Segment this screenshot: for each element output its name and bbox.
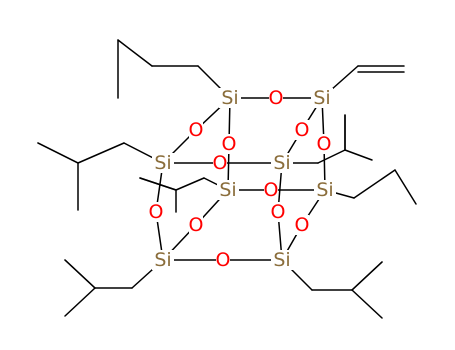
atom-si2: Si — [311, 87, 333, 109]
atom-label-si: Si — [313, 87, 330, 109]
atom-label-background — [311, 88, 333, 108]
atom-label-o: O — [216, 249, 231, 271]
atom-label-background — [152, 250, 174, 270]
atom-o9: O — [189, 214, 204, 236]
atom-label-o: O — [222, 133, 237, 155]
atom-label-si: Si — [316, 179, 333, 201]
isobutyl-bond — [64, 287, 96, 317]
isobutyl-bond — [175, 177, 205, 191]
isobutyl-group-si3 — [37, 142, 164, 211]
isobutyl-group-si8 — [281, 259, 383, 319]
atom-label-background — [217, 180, 239, 200]
atom-o4: O — [295, 119, 310, 141]
atom-o10: O — [295, 214, 310, 236]
atom-label-background — [269, 88, 283, 108]
atom-si4: Si — [271, 152, 293, 174]
atom-label-o: O — [295, 119, 310, 141]
atom-label-background — [189, 215, 203, 235]
atom-o2: O — [189, 119, 204, 141]
isobutyl-bond — [37, 142, 79, 164]
atom-label-o: O — [269, 87, 284, 109]
isobutyl-bond — [344, 149, 373, 161]
atom-o12: O — [216, 249, 231, 271]
atom-label-background — [189, 120, 203, 140]
isobutyl-group-si6 — [324, 169, 417, 205]
substituent-layer — [37, 39, 417, 319]
atom-label-si: Si — [273, 152, 290, 174]
isobutyl-bond — [351, 261, 383, 291]
atom-label-si: Si — [221, 87, 238, 109]
atom-label-o: O — [264, 179, 279, 201]
atom-label-si: Si — [219, 179, 236, 201]
atom-o6: O — [213, 152, 228, 174]
atom-label-o: O — [317, 133, 332, 155]
atom-label-si: Si — [273, 249, 290, 271]
isobutyl-bond — [351, 289, 383, 319]
isobutyl-bond — [117, 39, 153, 67]
atom-si7: Si — [152, 249, 174, 271]
atom-label-o: O — [295, 214, 310, 236]
atom-label-background — [295, 215, 309, 235]
atom-label-background — [271, 202, 285, 222]
atom-label-o: O — [189, 214, 204, 236]
atom-o8: O — [149, 201, 164, 223]
atom-label-background — [216, 250, 230, 270]
atom-label-o: O — [149, 201, 164, 223]
isobutyl-bond — [317, 149, 346, 164]
atom-si6: Si — [314, 179, 336, 201]
isobutyl-group-si4 — [281, 114, 373, 164]
atom-label-si: Si — [154, 152, 171, 174]
isobutyl-bond — [77, 142, 125, 164]
atom-label-background — [271, 250, 293, 270]
atom-label-background — [264, 180, 278, 200]
atom-label-background — [219, 88, 241, 108]
atom-si5: Si — [217, 179, 239, 201]
vinyl-group-si2 — [321, 65, 405, 99]
isobutyl-group-si7 — [64, 259, 164, 317]
atom-label-background — [149, 202, 163, 222]
atom-o7: O — [264, 179, 279, 201]
atom-label-o: O — [189, 119, 204, 141]
isobutyl-group-si5 — [139, 177, 229, 213]
atom-label-background — [314, 180, 336, 200]
atom-label-background — [295, 120, 309, 140]
isobutyl-group-si1 — [117, 39, 231, 99]
isobutyl-bond — [139, 177, 177, 191]
isobutyl-bond — [64, 259, 96, 289]
atom-label-o: O — [213, 152, 228, 174]
atom-label-background — [222, 134, 236, 154]
atom-si3: Si — [152, 152, 174, 174]
atom-label-o: O — [271, 201, 286, 223]
atom-si8: Si — [271, 249, 293, 271]
atom-o3: O — [222, 133, 237, 155]
atom-label-background — [317, 134, 331, 154]
atom-si1: Si — [219, 87, 241, 109]
atom-label-si: Si — [154, 249, 171, 271]
atom-label-background — [213, 153, 227, 173]
isobutyl-bond — [394, 169, 417, 205]
atom-label-background — [271, 153, 293, 173]
atom-o1: O — [269, 87, 284, 109]
atom-label-background — [152, 153, 174, 173]
atom-o5: O — [317, 133, 332, 155]
atom-o11: O — [271, 201, 286, 223]
isobutyl-bond — [353, 169, 396, 199]
